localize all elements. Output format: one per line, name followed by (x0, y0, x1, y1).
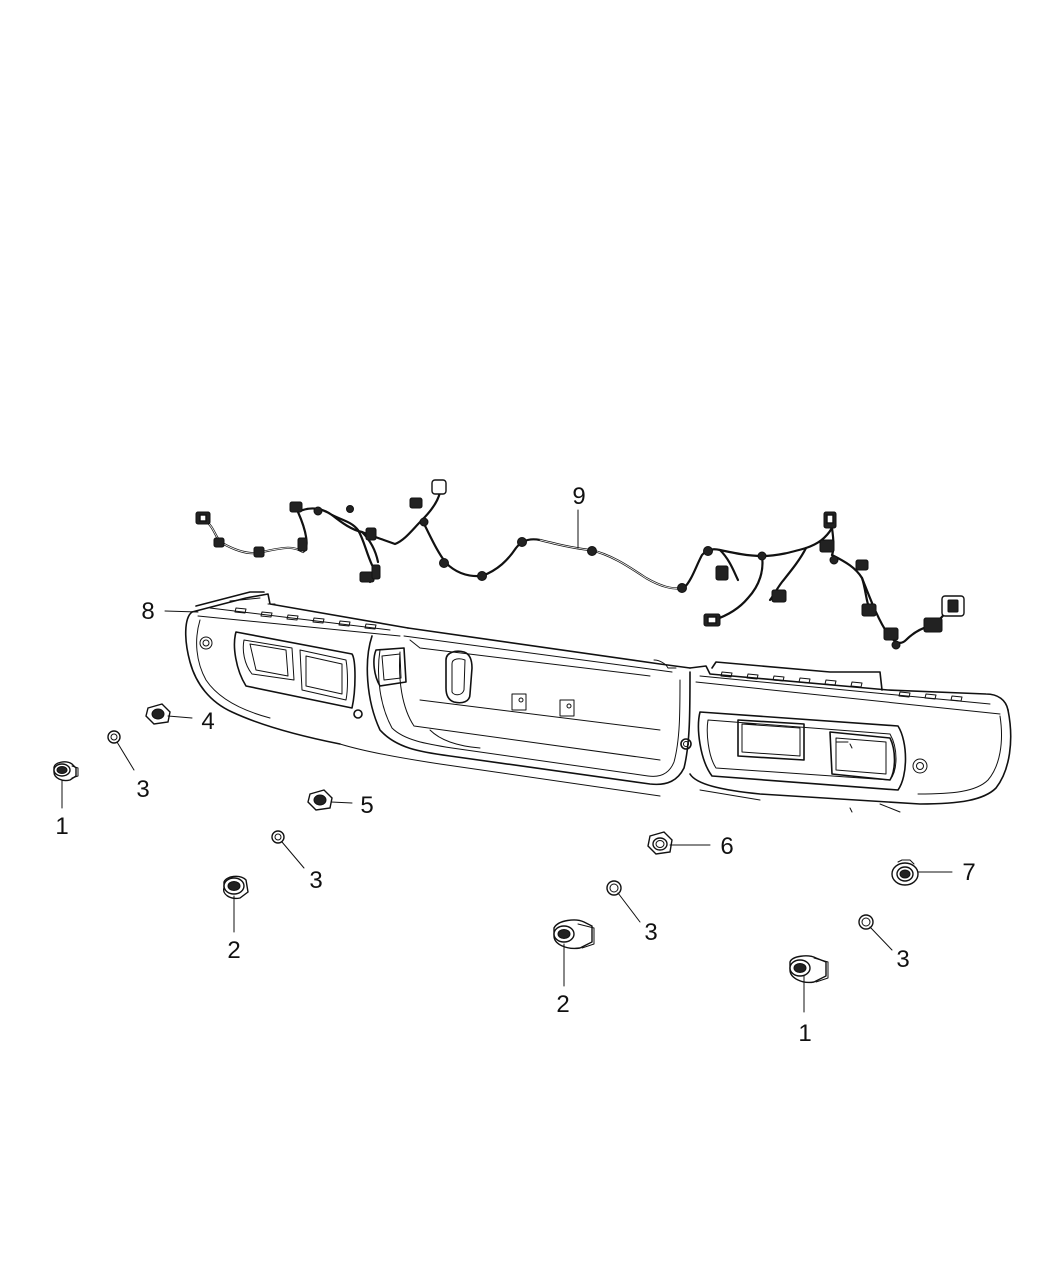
sensor-bracket-4 (145, 703, 171, 725)
rear-bumper (184, 591, 1012, 813)
callout-3-a: 3 (136, 776, 149, 803)
park-sensor-right (789, 955, 829, 984)
callout-9: 9 (572, 483, 585, 510)
callout-6: 6 (720, 833, 733, 860)
wiring-harness (195, 479, 965, 650)
callout-3-c: 3 (644, 919, 657, 946)
callout-1-right: 1 (798, 1020, 811, 1047)
sensor-bracket-5 (307, 789, 333, 811)
callout-3-d: 3 (896, 946, 909, 973)
callout-1-left: 1 (55, 813, 68, 840)
callout-3-b: 3 (309, 867, 322, 894)
leader-lines (61, 509, 953, 1013)
sensor-grommets (107, 730, 874, 930)
callout-8: 8 (141, 598, 154, 625)
sensor-bracket-6 (647, 831, 673, 855)
park-sensor-center-left (223, 875, 249, 900)
callout-5: 5 (360, 792, 373, 819)
sensor-bracket-7 (891, 859, 919, 886)
callout-4: 4 (201, 708, 214, 735)
callout-2-left: 2 (227, 937, 240, 964)
park-sensor-left (53, 761, 79, 782)
callout-labels: 1 1 2 2 3 3 3 3 4 5 6 7 8 9 (55, 483, 975, 1047)
callout-7: 7 (962, 859, 975, 886)
callout-2-center: 2 (556, 991, 569, 1018)
park-sensor-center-right (553, 919, 595, 950)
